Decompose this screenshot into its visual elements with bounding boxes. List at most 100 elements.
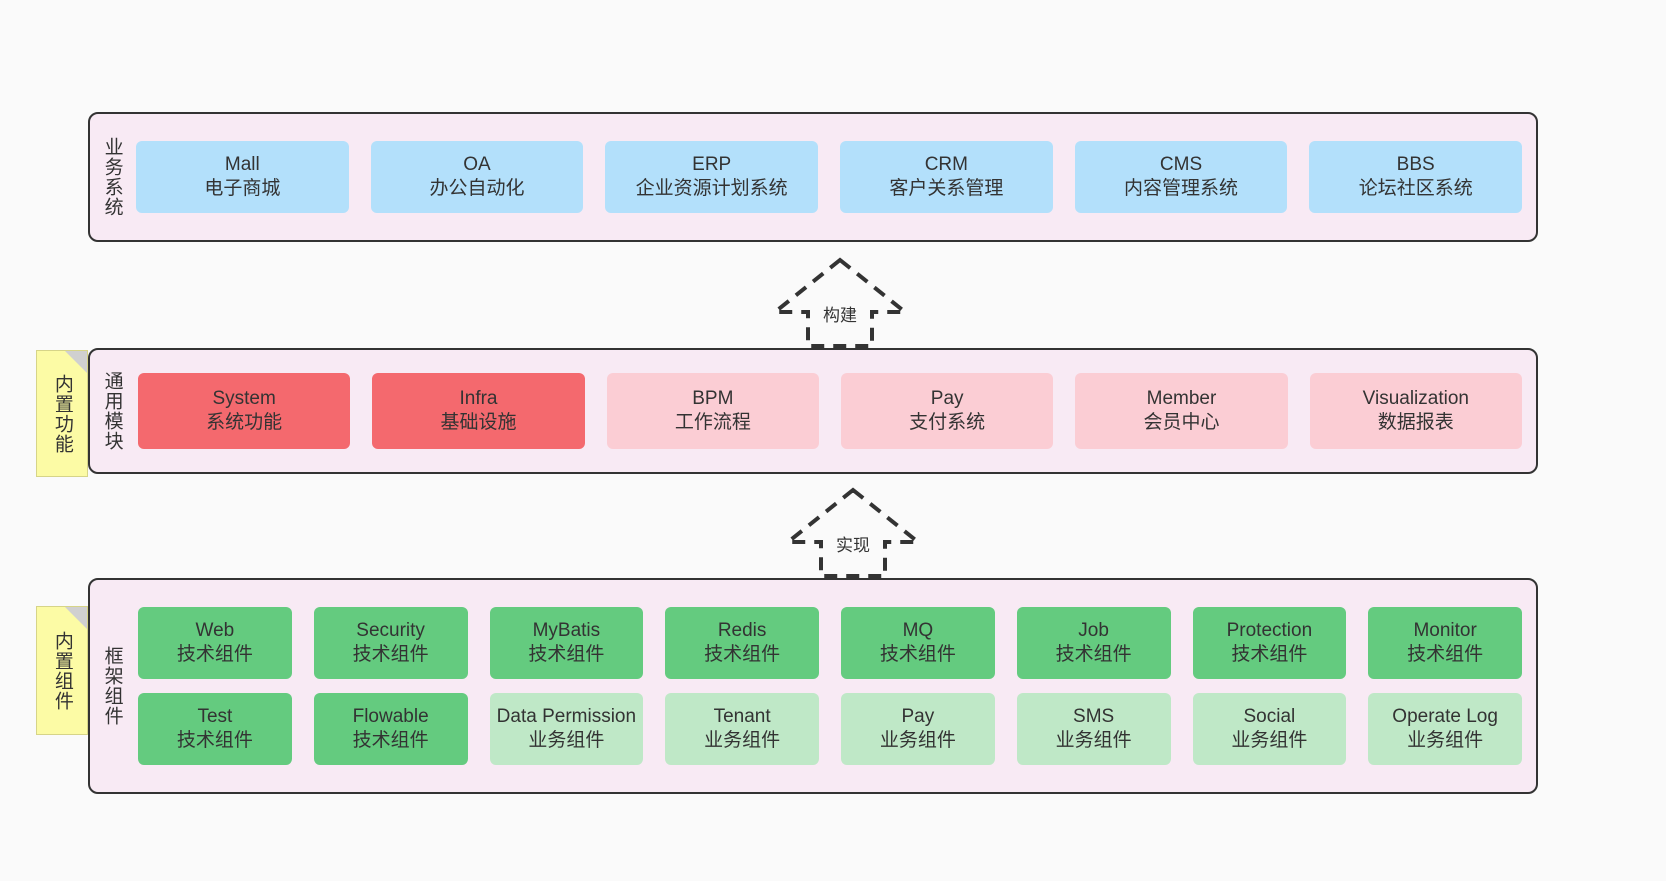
- module-name: MQ: [902, 620, 934, 642]
- module-name: Infra: [459, 388, 498, 410]
- module-name: BPM: [692, 388, 734, 410]
- module-desc: 办公自动化: [429, 178, 525, 199]
- module-box-infra[interactable]: Infra 基础设施: [372, 373, 585, 449]
- note-builtin-feature-label: 内置功能: [51, 373, 73, 454]
- module-box-tenant[interactable]: Tenant 业务组件: [665, 693, 819, 765]
- layer-framework-component: 框架组件 Web 技术组件 Security 技术组件 MyBatis 技术组件…: [88, 578, 1538, 794]
- module-box-bpm[interactable]: BPM 工作流程: [606, 373, 819, 449]
- module-desc: 技术组件: [1231, 644, 1308, 665]
- module-desc: 技术组件: [352, 644, 429, 665]
- module-desc: 技术组件: [176, 730, 253, 751]
- module-box-redis[interactable]: Redis 技术组件: [665, 607, 819, 679]
- module-box-erp[interactable]: ERP 企业资源计划系统: [605, 141, 819, 213]
- module-box-bbs[interactable]: BBS 论坛社区系统: [1309, 141, 1523, 213]
- module-desc: 系统功能: [206, 412, 283, 433]
- module-name: Redis: [717, 620, 767, 642]
- module-name: Test: [197, 706, 233, 728]
- module-desc: 业务组件: [879, 730, 956, 751]
- module-desc: 会员中心: [1143, 412, 1220, 433]
- module-box-test[interactable]: Test 技术组件: [138, 693, 292, 765]
- module-desc: 技术组件: [352, 730, 429, 751]
- module-desc: 业务组件: [704, 730, 781, 751]
- module-name: Security: [356, 620, 425, 642]
- module-desc: 基础设施: [440, 412, 517, 433]
- module-box-protection[interactable]: Protection 技术组件: [1192, 607, 1347, 679]
- module-box-pay-business[interactable]: Pay 业务组件: [841, 693, 995, 765]
- module-desc: 技术组件: [176, 644, 253, 665]
- module-box-oa[interactable]: OA 办公自动化: [370, 141, 584, 213]
- module-desc: 支付系统: [909, 412, 986, 433]
- module-desc: 技术组件: [1055, 644, 1132, 665]
- module-box-member[interactable]: Member 会员中心: [1075, 373, 1288, 449]
- module-name: Web: [195, 620, 235, 642]
- module-name: Job: [1078, 620, 1109, 642]
- layer-label-business-system: 业务系统: [101, 137, 123, 217]
- layer-row: Web 技术组件 Security 技术组件 MyBatis 技术组件 Redi…: [138, 607, 1522, 679]
- note-builtin-feature: 内置功能: [36, 350, 88, 477]
- note-fold-corner-icon: [65, 607, 87, 629]
- module-box-sms[interactable]: SMS 业务组件: [1016, 693, 1171, 765]
- layer-row: Test 技术组件 Flowable 技术组件 Data Permission …: [138, 693, 1522, 765]
- module-desc: 业务组件: [1231, 730, 1308, 751]
- module-box-web[interactable]: Web 技术组件: [138, 607, 292, 679]
- module-name: Member: [1146, 388, 1217, 410]
- module-name: Tenant: [713, 706, 771, 728]
- arrow-build: 构建: [755, 256, 925, 348]
- module-desc: 技术组件: [528, 644, 605, 665]
- module-box-mybatis[interactable]: MyBatis 技术组件: [489, 607, 644, 679]
- module-box-security[interactable]: Security 技术组件: [313, 607, 468, 679]
- module-box-crm[interactable]: CRM 客户关系管理: [840, 141, 1053, 213]
- arrow-implement: 实现: [768, 486, 938, 578]
- note-builtin-component-label: 内置组件: [51, 630, 73, 711]
- module-name: Social: [1243, 706, 1296, 728]
- module-name: Pay: [930, 388, 964, 410]
- module-name: Flowable: [352, 706, 429, 728]
- layer-body-business-system: Mall 电子商城 OA 办公自动化 ERP 企业资源计划系统 CRM 客户关系…: [134, 114, 1536, 240]
- layer-row: Mall 电子商城 OA 办公自动化 ERP 企业资源计划系统 CRM 客户关系…: [136, 141, 1523, 213]
- layer-body-common-module: System 系统功能 Infra 基础设施 BPM 工作流程 Pay 支付系统…: [134, 350, 1536, 472]
- module-box-mall[interactable]: Mall 电子商城: [136, 141, 349, 213]
- module-box-flowable[interactable]: Flowable 技术组件: [313, 693, 468, 765]
- module-name: Monitor: [1413, 620, 1477, 642]
- module-desc: 客户关系管理: [889, 178, 1004, 199]
- layer-row: System 系统功能 Infra 基础设施 BPM 工作流程 Pay 支付系统…: [138, 373, 1522, 449]
- note-builtin-component: 内置组件: [36, 606, 88, 735]
- module-name: Data Permission: [496, 706, 637, 728]
- module-name: Protection: [1226, 620, 1313, 642]
- module-box-visualization[interactable]: Visualization 数据报表: [1309, 373, 1522, 449]
- note-fold-corner-icon: [65, 351, 87, 373]
- module-desc: 内容管理系统: [1124, 178, 1239, 199]
- layer-label-common-module: 通用模块: [101, 371, 123, 451]
- module-desc: 工作流程: [674, 412, 751, 433]
- module-box-cms[interactable]: CMS 内容管理系统: [1074, 141, 1288, 213]
- module-name: SMS: [1073, 706, 1115, 728]
- module-box-operate-log[interactable]: Operate Log 业务组件: [1368, 693, 1522, 765]
- module-name: Pay: [901, 706, 935, 728]
- module-name: CMS: [1159, 154, 1203, 176]
- module-desc: 企业资源计划系统: [635, 178, 788, 199]
- module-name: System: [212, 388, 276, 410]
- module-desc: 技术组件: [879, 644, 956, 665]
- module-box-mq[interactable]: MQ 技术组件: [841, 607, 995, 679]
- module-box-monitor[interactable]: Monitor 技术组件: [1368, 607, 1522, 679]
- module-name: Visualization: [1362, 388, 1469, 410]
- module-desc: 技术组件: [704, 644, 781, 665]
- module-desc: 业务组件: [528, 730, 605, 751]
- module-box-pay[interactable]: Pay 支付系统: [840, 373, 1054, 449]
- module-name: BBS: [1396, 154, 1435, 176]
- module-box-data-permission[interactable]: Data Permission 业务组件: [489, 693, 644, 765]
- layer-business-system: 业务系统 Mall 电子商城 OA 办公自动化 ERP 企业资源计划系统 CRM…: [88, 112, 1538, 242]
- module-box-job[interactable]: Job 技术组件: [1016, 607, 1171, 679]
- module-name: OA: [463, 154, 491, 176]
- module-desc: 数据报表: [1377, 412, 1454, 433]
- module-desc: 电子商城: [204, 178, 281, 199]
- layer-label-framework-component: 框架组件: [101, 646, 123, 726]
- module-box-social[interactable]: Social 业务组件: [1192, 693, 1347, 765]
- module-desc: 论坛社区系统: [1358, 178, 1473, 199]
- module-desc: 技术组件: [1407, 644, 1484, 665]
- module-box-system[interactable]: System 系统功能: [138, 373, 351, 449]
- module-name: Mall: [224, 154, 260, 176]
- layer-body-framework-component: Web 技术组件 Security 技术组件 MyBatis 技术组件 Redi…: [134, 580, 1536, 792]
- layer-common-module: 通用模块 System 系统功能 Infra 基础设施 BPM 工作流程 Pay…: [88, 348, 1538, 474]
